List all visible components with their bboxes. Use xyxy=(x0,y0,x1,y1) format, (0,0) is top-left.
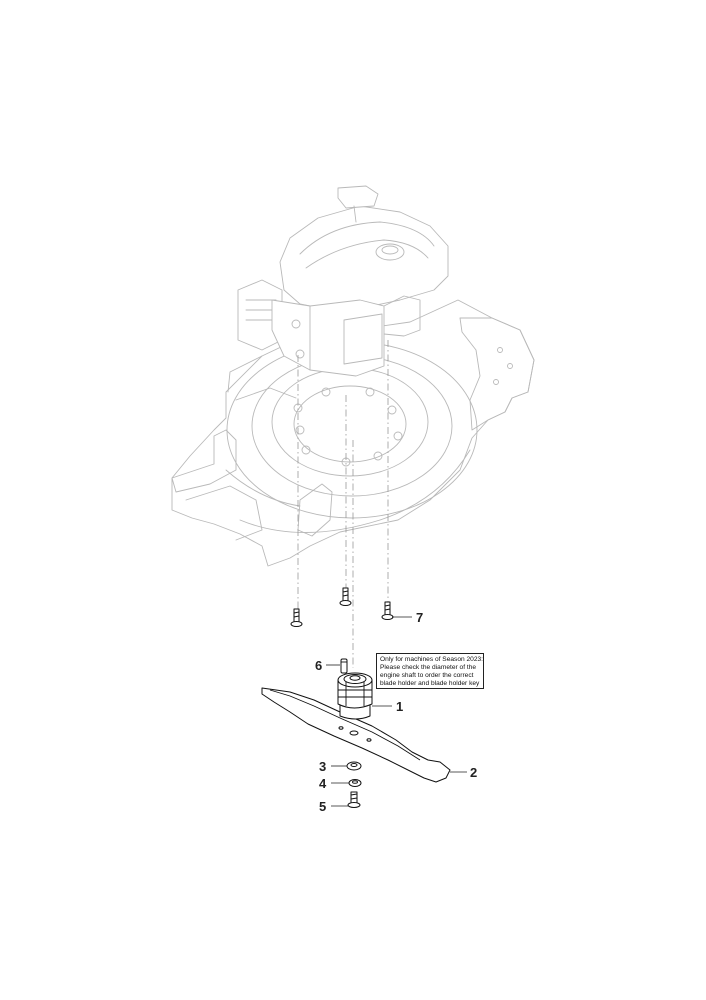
assembly-axis-lines xyxy=(297,340,389,668)
callout-5: 5 xyxy=(319,799,326,814)
engine-ghost xyxy=(237,185,449,377)
note-line-2: Please check the diameter of the xyxy=(380,664,477,672)
mower-deck-ghost xyxy=(171,299,535,567)
blade-holder[interactable] xyxy=(337,672,373,720)
season-2023-note: Only for machines of Season 2023: Please… xyxy=(376,653,484,689)
callout-3: 3 xyxy=(319,759,326,774)
callout-6: 6 xyxy=(315,658,322,673)
callout-4: 4 xyxy=(319,776,327,791)
washer-cup[interactable] xyxy=(346,761,362,771)
leader-lines xyxy=(326,616,467,807)
callout-7: 7 xyxy=(416,610,423,625)
note-line-4: blade holder and blade holder key xyxy=(380,680,480,688)
note-line-1: Only for machines of Season 2023: xyxy=(380,656,483,663)
callout-2: 2 xyxy=(470,765,477,780)
washer[interactable] xyxy=(348,779,362,787)
note-line-3: engine shaft to order the correct xyxy=(380,672,474,680)
deck-screw-center[interactable] xyxy=(339,587,352,606)
deck-screw-left[interactable] xyxy=(290,608,303,627)
callout-1: 1 xyxy=(396,699,403,714)
callout-numbers: 7 6 1 2 3 4 5 xyxy=(315,610,477,814)
deck-screw-right[interactable] xyxy=(381,601,394,620)
blade-bolt[interactable] xyxy=(347,791,361,808)
blade-holder-key[interactable] xyxy=(340,658,348,674)
